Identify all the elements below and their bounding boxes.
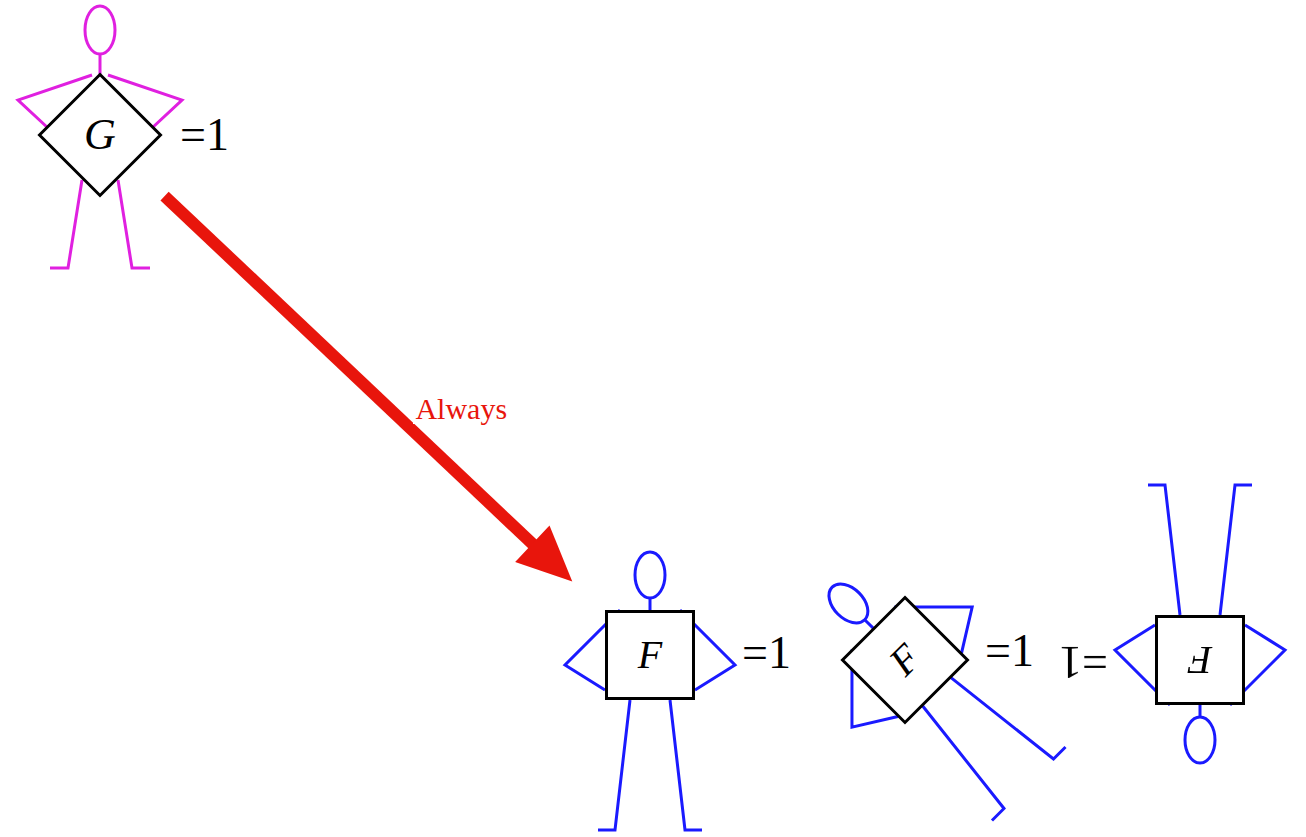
blue-stick-figure-tilted <box>772 527 1089 837</box>
equals-one: =1 <box>180 112 229 158</box>
variable-letter: G <box>84 113 116 157</box>
square-box: F=1 <box>605 610 695 700</box>
arrow-head <box>515 526 572 582</box>
equals-one: =1 <box>742 630 791 676</box>
blue-stick-figure-inverted <box>1115 485 1285 763</box>
diamond-shape <box>40 75 161 196</box>
variable-letter: F <box>1188 640 1212 680</box>
blue-stick-figure <box>565 552 735 830</box>
arrow-label: Always <box>413 394 509 424</box>
diamond-shape <box>843 598 968 723</box>
pink-stick-figure <box>18 6 182 268</box>
arrow-line <box>165 196 534 545</box>
equals-one: =1 <box>1059 639 1108 685</box>
diamond-box: G=1 <box>38 73 162 197</box>
diamond-box: F=1 <box>841 596 969 724</box>
variable-letter: F <box>638 635 662 675</box>
equals-one: =1 <box>985 628 1034 674</box>
square-box: F=1 <box>1155 615 1245 705</box>
